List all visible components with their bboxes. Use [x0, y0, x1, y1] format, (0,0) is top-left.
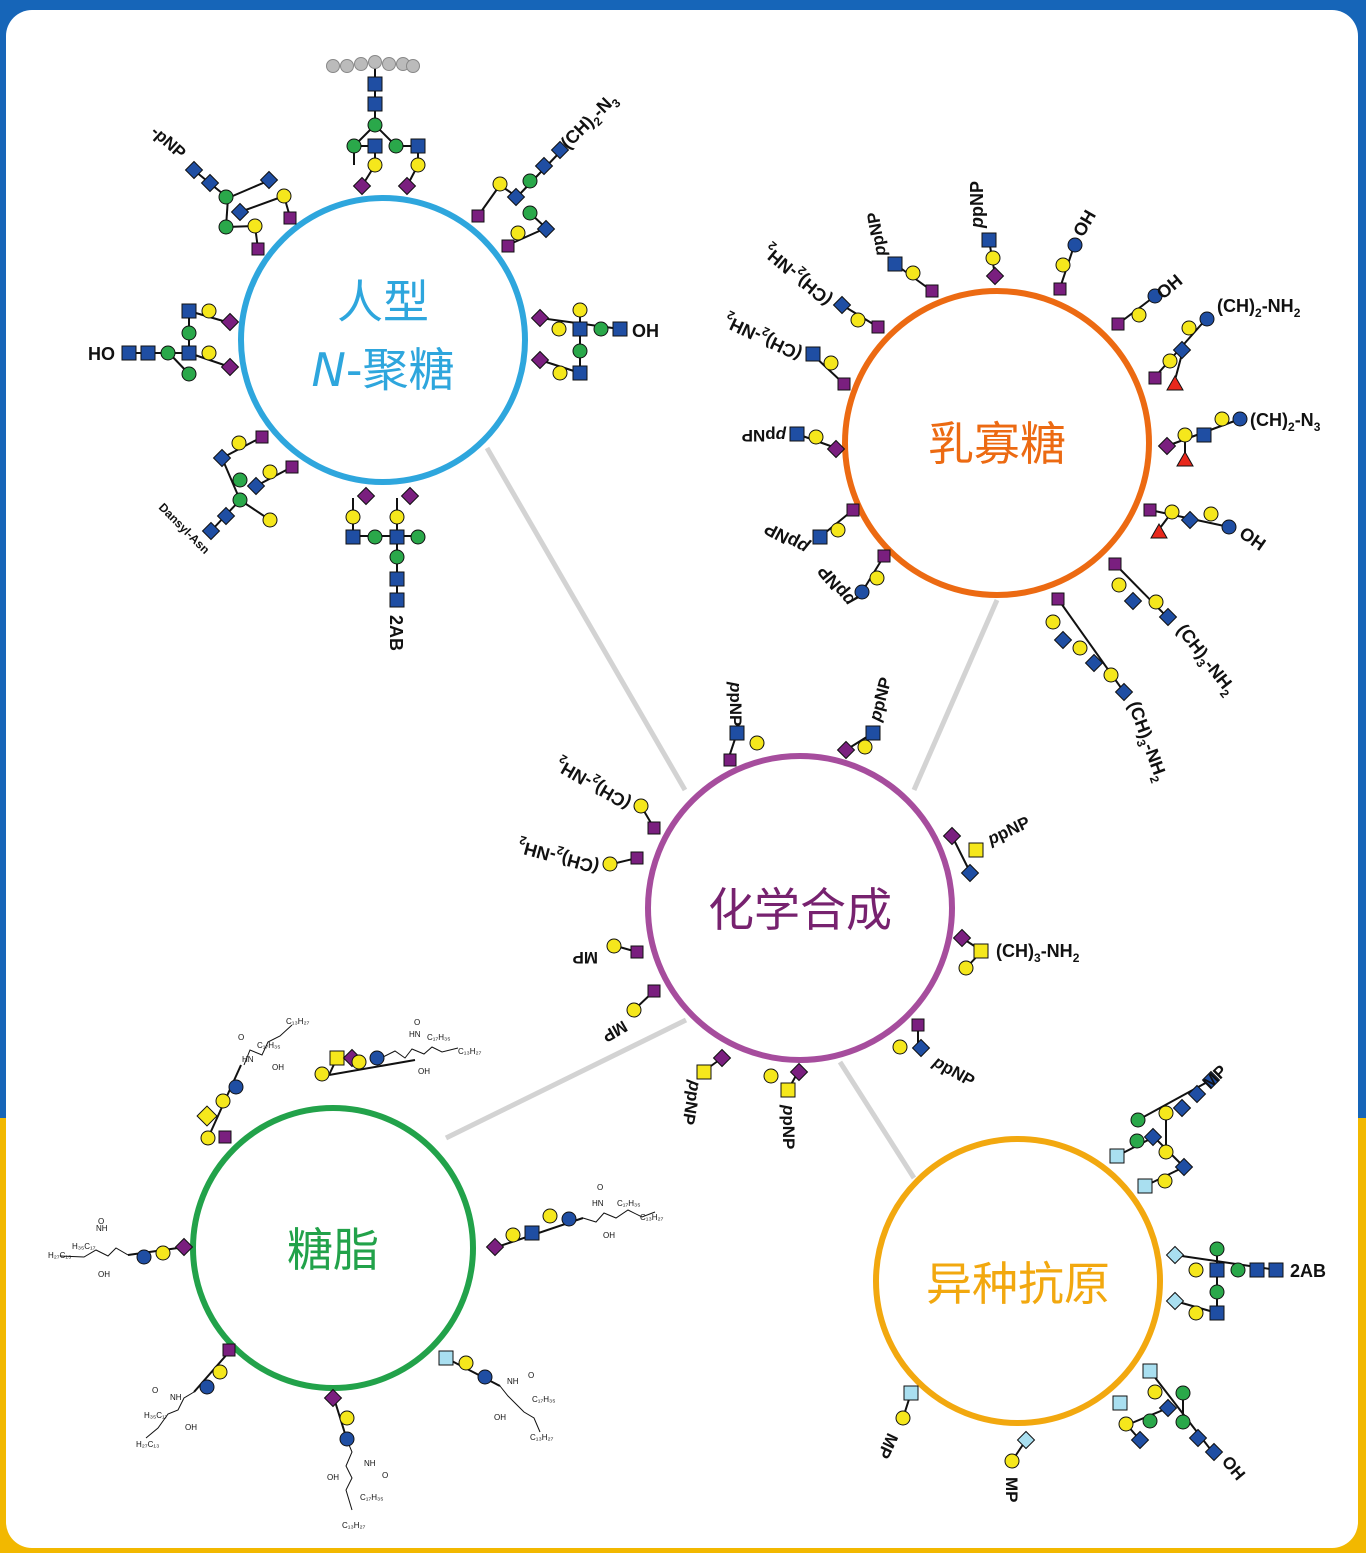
svg-text:O: O	[597, 1183, 603, 1192]
glycan-bead-top	[353, 66, 419, 187]
hub-chem-synth: 化学合成	[645, 753, 955, 1063]
hub-title-glycolipid: 糖脂	[287, 1223, 379, 1277]
svg-text:C₁₃H₂₇: C₁₃H₂₇	[530, 1433, 554, 1442]
label-oh: OH	[632, 321, 659, 341]
label-milk-ch3-a: (CH)3-NH2	[1170, 620, 1240, 701]
svg-text:OH: OH	[603, 1231, 615, 1240]
label-milk-pnp-b2: ppNP	[761, 518, 813, 558]
label-milk-ch2-a: (CH)2-NH2	[720, 307, 806, 364]
label-milk-nh2: (CH)2-NH2	[1217, 296, 1301, 320]
hub-xeno-antigen: 异种抗原	[873, 1136, 1163, 1426]
hub-connections	[444, 446, 1000, 1180]
hub-title-chem: 化学合成	[708, 883, 892, 937]
label-chem-pnp-b: ppNP	[865, 675, 895, 724]
label-xeno-mp-a: MP	[874, 1430, 902, 1461]
svg-text:H₂₇C₁₃: H₂₇C₁₃	[48, 1251, 71, 1260]
svg-text:OH: OH	[272, 1063, 284, 1072]
hub-milk-oligo: 乳寡糖	[842, 288, 1152, 598]
svg-text:H₂₇C₁₃: H₂₇C₁₃	[136, 1440, 159, 1449]
label-milk-pnp-top: ppNP	[967, 181, 987, 229]
label-chem-ch2-a: (CH)2-NH2	[515, 833, 602, 878]
svg-text:OH: OH	[98, 1270, 110, 1279]
svg-text:OH: OH	[494, 1413, 506, 1422]
label-chem-pnp-b2: ppNP	[779, 1104, 798, 1149]
label-chem-pnp-b1: ppNP	[678, 1078, 705, 1126]
svg-text:OH: OH	[327, 1473, 339, 1482]
label-chem-pnp-r1: ppNP	[984, 813, 1033, 849]
label-chem-mp-b: MP	[599, 1017, 631, 1046]
label-milk-pnp-b1: ppNP	[814, 561, 860, 611]
label-chem-ch2-b: (CH)2-NH2	[552, 751, 636, 814]
label-2ab: 2AB	[386, 615, 406, 651]
glycan-nglycan-azide: (CH)2-N3	[471, 89, 624, 253]
svg-text:C₁₃H₂₇: C₁₃H₂₇	[342, 1521, 366, 1530]
svg-text:NH: NH	[96, 1224, 108, 1233]
svg-text:O: O	[528, 1371, 534, 1380]
svg-text:OH: OH	[185, 1423, 197, 1432]
hub-title-xeno: 异种抗原	[926, 1257, 1110, 1311]
label-milk-ch3-b: (CH)3-NH2	[1120, 699, 1171, 786]
svg-text:C₁₇H₃₅: C₁₇H₃₅	[617, 1199, 640, 1208]
label-xeno-mp-b: MP	[1002, 1477, 1021, 1503]
svg-text:O: O	[98, 1217, 104, 1226]
svg-text:C₁₃H₂₇: C₁₃H₂₇	[458, 1047, 482, 1056]
hub-human-nglycan: 人型 N-聚糖	[238, 195, 528, 485]
label-milk-n3: (CH)2-N3	[1250, 410, 1321, 434]
svg-text:HN: HN	[242, 1055, 254, 1064]
label-chem-ch3: (CH)3-NH2	[996, 941, 1080, 965]
svg-text:HN: HN	[592, 1199, 604, 1208]
svg-text:C₁₇H₃₅: C₁₇H₃₅	[360, 1493, 383, 1502]
glycan-nglycan-dansyl: Dansyl-Asn	[156, 430, 299, 557]
label-ho: HO	[88, 344, 115, 364]
svg-text:C₁₇H₃₅: C₁₇H₃₅	[532, 1395, 555, 1404]
svg-text:C₁₇H₃₅: C₁₇H₃₅	[427, 1033, 450, 1042]
svg-text:H₃₅C₁₇: H₃₅C₁₇	[144, 1411, 168, 1420]
label-chem-mp-a: MP	[573, 948, 599, 967]
svg-text:H₃₅C₁₇: H₃₅C₁₇	[72, 1242, 96, 1251]
hub-title-human-line1: 人型	[337, 275, 429, 329]
label-milk-pnp-tl: ppNP	[864, 211, 891, 259]
label-chem-pnp-a: ppNP	[726, 681, 745, 726]
svg-text:OH: OH	[418, 1067, 430, 1076]
glycan-nglycan-2ab: 2AB	[345, 487, 426, 651]
svg-text:C₁₇H₃₅: C₁₇H₃₅	[257, 1041, 280, 1050]
glycan-nglycan-ho: HO	[88, 303, 239, 382]
hub-glycolipid: 糖脂	[190, 1105, 476, 1391]
label-xeno-2ab: 2AB	[1290, 1261, 1326, 1281]
label-xeno-mp-top: MP	[1199, 1061, 1230, 1092]
svg-text:HN: HN	[409, 1030, 421, 1039]
svg-text:NH: NH	[364, 1459, 376, 1468]
hub-title-milk: 乳寡糖	[928, 417, 1066, 471]
svg-text:C₁₃H₂₇: C₁₃H₂₇	[640, 1213, 664, 1222]
svg-text:NH: NH	[507, 1377, 519, 1386]
label-xeno-oh: OH	[1218, 1452, 1249, 1484]
glycan-nglycan-oh: OH	[531, 302, 659, 381]
svg-text:O: O	[382, 1471, 388, 1480]
hub-title-human-line2: N-聚糖	[311, 343, 454, 397]
svg-text:C₁₃H₂₇: C₁₃H₂₇	[286, 1017, 310, 1026]
label-milk-pnp-left: ppNP	[742, 426, 787, 445]
label-milk-oh1: OH	[1069, 207, 1100, 240]
label-milk-oh3: OH	[1236, 523, 1270, 555]
svg-text:O: O	[414, 1018, 420, 1027]
label-chem-pnp-r2: ppNP	[929, 1052, 978, 1091]
glycan-nglycan-pnp: -pNP	[147, 122, 297, 256]
label-dansyl-asn: Dansyl-Asn	[156, 500, 213, 557]
svg-text:O: O	[152, 1386, 158, 1395]
label-ch2-n3: (CH)2-N3	[557, 89, 624, 156]
svg-text:NH: NH	[170, 1393, 182, 1402]
svg-text:O: O	[238, 1033, 244, 1042]
label-pnp: -pNP	[147, 122, 189, 163]
label-milk-ch2-b: (CH)2-NH2	[759, 238, 839, 310]
